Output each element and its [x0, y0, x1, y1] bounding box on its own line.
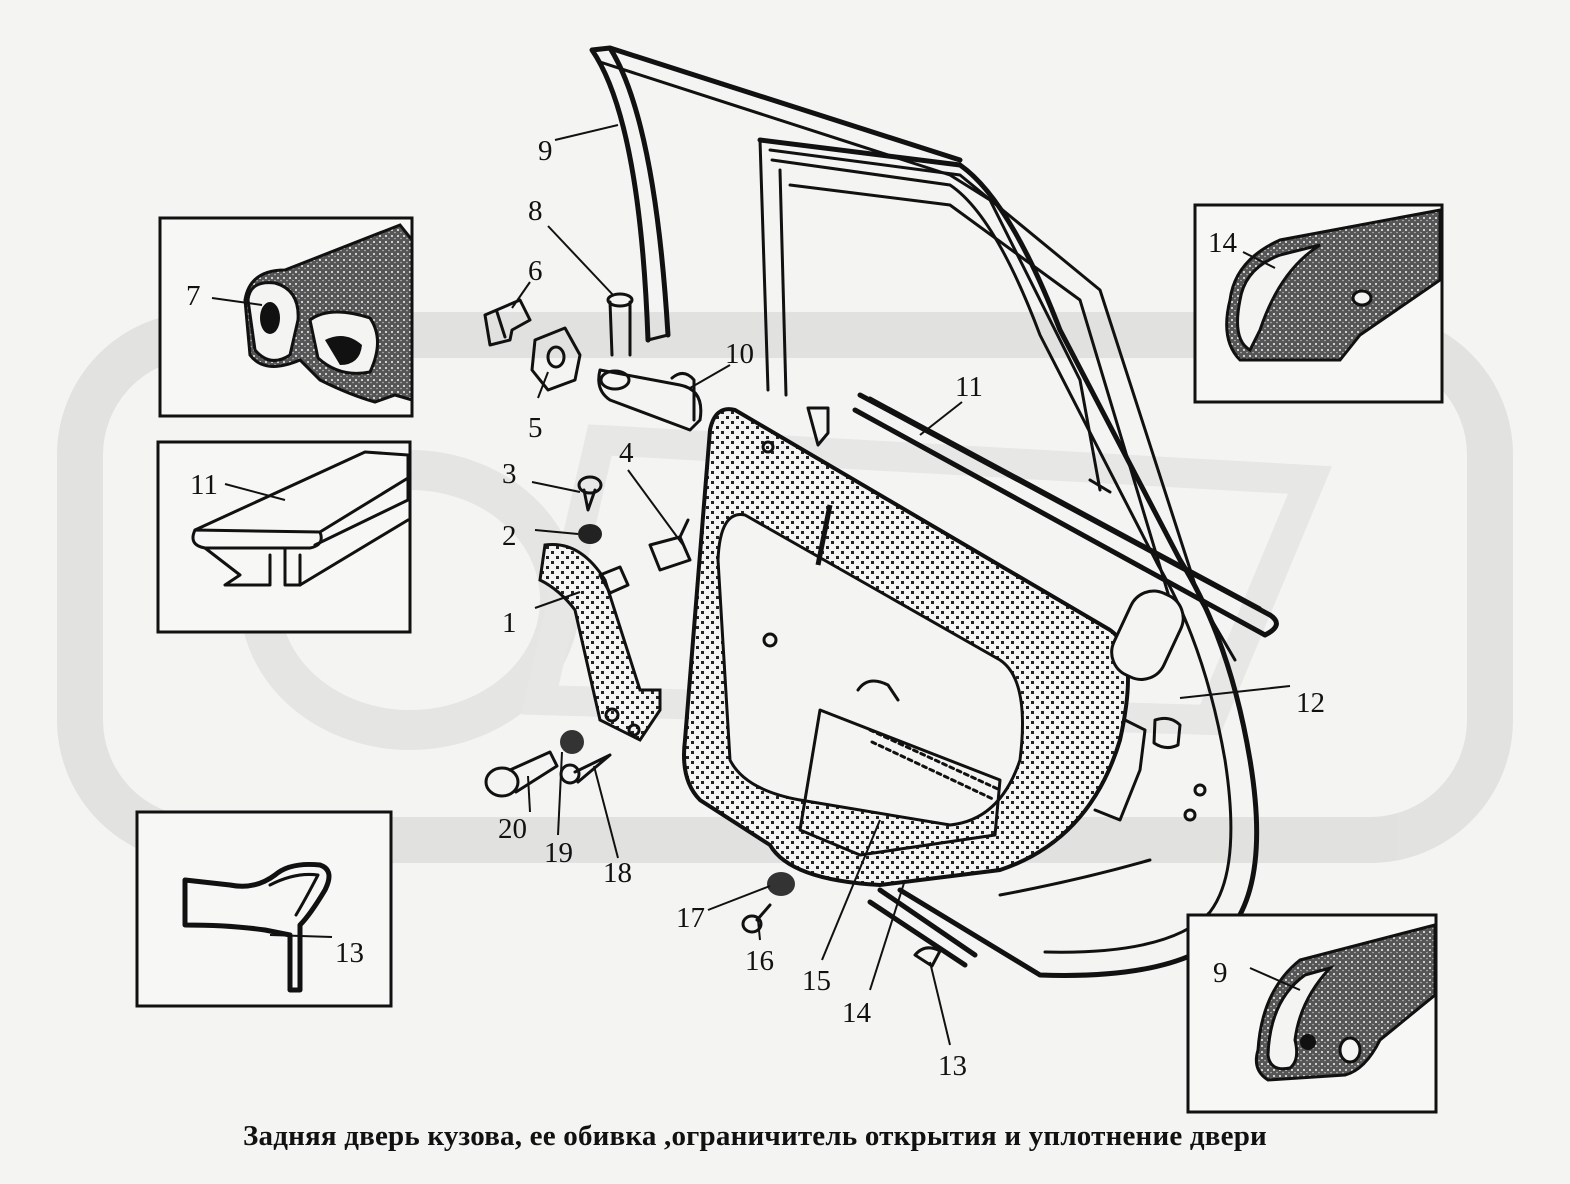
- callout-2: 2: [502, 520, 517, 552]
- diagram-caption: Задняя дверь кузова, ее обивка ,ограничи…: [243, 1120, 1267, 1152]
- callout-11: 11: [955, 371, 983, 403]
- part-20-bolt: [484, 750, 559, 798]
- callout-4: 4: [619, 437, 634, 469]
- callout-3: 3: [502, 458, 517, 490]
- leader-lines: [511, 124, 1291, 1046]
- callout-1: 1: [502, 607, 517, 639]
- part-19-nut: [560, 730, 584, 754]
- lower-seal-14: [867, 887, 978, 968]
- inset-seal-9: 9: [1186, 913, 1438, 1114]
- part-3-screw: [577, 475, 603, 512]
- callout-13: 13: [938, 1050, 967, 1082]
- callout-10: 10: [725, 338, 754, 370]
- callout-16: 16: [745, 945, 774, 977]
- part-1-stay: [538, 542, 662, 742]
- inset-label-11: 11: [190, 469, 218, 501]
- callout-20: 20: [498, 813, 527, 845]
- callout-12: 12: [1296, 687, 1325, 719]
- callout-6: 6: [528, 255, 543, 287]
- callout-8: 8: [528, 195, 543, 227]
- glass-run-seal-9: [589, 45, 1112, 494]
- window-strip-11: [852, 392, 1279, 638]
- part-6-clip: [483, 298, 532, 347]
- door-trim-panel-15: [682, 406, 1185, 888]
- callout-14: 14: [842, 997, 872, 1029]
- part-17-washer: [767, 872, 795, 896]
- part-18-screw: [559, 753, 612, 785]
- inset-seal-7: 7: [158, 216, 414, 418]
- inset-label-9: 9: [1213, 957, 1228, 989]
- part-10-limiter: [597, 368, 703, 432]
- callout-labels: 9 8 6 5 10 11 3 4 2 1 12 20 19 18 17 16 …: [498, 135, 1325, 1082]
- part-5-bushing: [530, 326, 582, 392]
- door-frame-12: [757, 137, 1260, 978]
- callout-15: 15: [802, 965, 831, 997]
- part-2-washer: [578, 524, 602, 544]
- part-8-pin: [606, 292, 634, 357]
- callout-9: 9: [538, 135, 553, 167]
- part-16-screw: [741, 903, 772, 934]
- callout-17: 17: [676, 902, 705, 934]
- callout-5: 5: [528, 412, 543, 444]
- inset-clip-13: 13: [135, 810, 393, 1008]
- inset-strip-11: 11: [156, 440, 412, 634]
- inset-seal-14: 14: [1193, 203, 1444, 404]
- inset-label-13: 13: [335, 937, 364, 969]
- callout-18: 18: [603, 857, 632, 889]
- callout-19: 19: [544, 837, 573, 869]
- part-4-bracket: [648, 518, 692, 572]
- inset-label-7: 7: [186, 280, 201, 312]
- inset-label-14: 14: [1208, 227, 1238, 259]
- part-13-clip: [913, 946, 942, 968]
